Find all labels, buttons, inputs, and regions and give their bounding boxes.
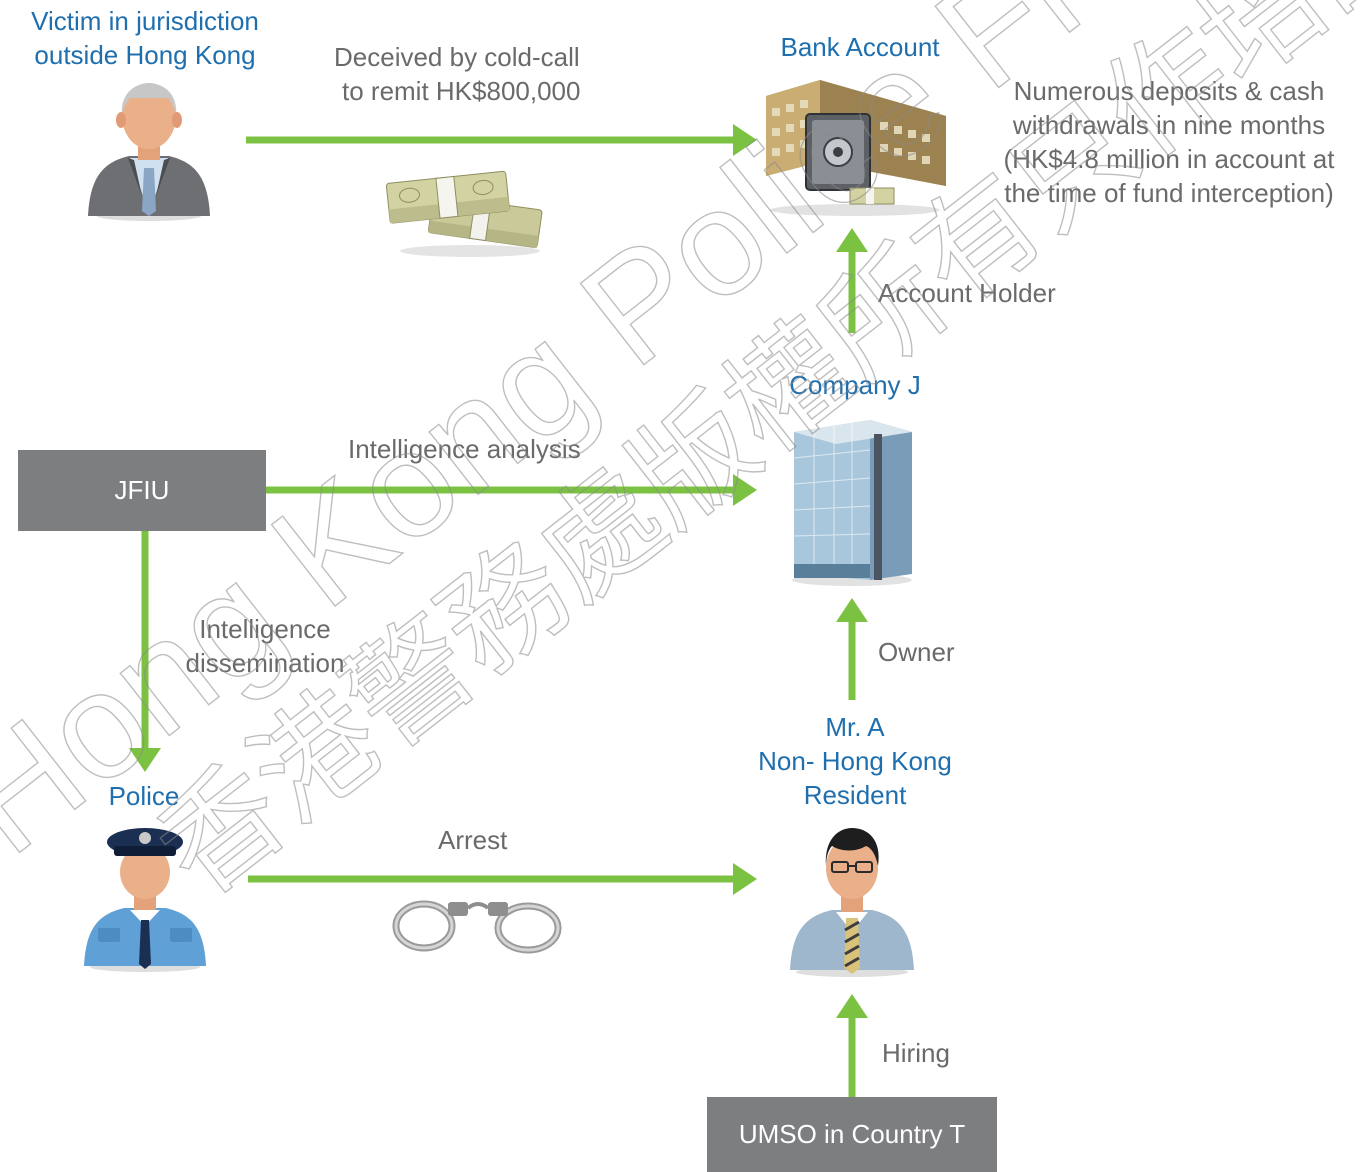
intelligence-dissemination-label: Intelligence dissemination	[170, 612, 360, 680]
victim-to-bank-label: Deceived by cold-call to remit HK$800,00…	[334, 40, 580, 108]
account-holder-label: Account Holder	[878, 278, 1056, 308]
mr-a-title-line1: Mr. A	[825, 712, 885, 742]
bank-activity-line4: the time of fund interception)	[1004, 178, 1334, 208]
bank-activity-line1: Numerous deposits & cash	[1013, 76, 1325, 106]
company-j-title: Company J	[789, 370, 921, 400]
bank-safe-icon	[766, 80, 946, 216]
man-with-glasses-icon	[790, 828, 914, 977]
businessman-icon	[88, 83, 210, 221]
police-officer-icon	[84, 828, 206, 972]
cash-stack-icon	[385, 170, 543, 257]
intelligence-dissemination-line1: Intelligence	[199, 614, 331, 644]
victim-title: Victim in jurisdiction outside Hong Kong	[0, 4, 290, 72]
bank-activity-line2: withdrawals in nine months	[1012, 110, 1326, 140]
mr-a-title-line3: Resident	[803, 780, 907, 810]
arrest-label: Arrest	[438, 825, 508, 855]
intelligence-dissemination-line2: dissemination	[185, 648, 345, 678]
owner-label: Owner	[878, 637, 955, 667]
office-building-icon	[792, 420, 912, 586]
victim-title-line1: Victim in jurisdiction	[31, 6, 259, 36]
mr-a-title: Mr. A Non- Hong Kong Resident	[730, 710, 980, 812]
hiring-label: Hiring	[882, 1038, 950, 1068]
handcuffs-icon	[392, 900, 562, 954]
victim-to-bank-label-line1: Deceived by cold-call	[334, 42, 580, 72]
victim-title-line2: outside Hong Kong	[34, 40, 256, 70]
victim-to-bank-label-line2: to remit HK$800,000	[342, 76, 581, 106]
intelligence-analysis-label: Intelligence analysis	[348, 434, 581, 464]
bank-activity-note: Numerous deposits & cash withdrawals in …	[976, 74, 1362, 210]
jfiu-box: JFIU	[18, 450, 266, 531]
umso-box: UMSO in Country T	[707, 1097, 997, 1172]
bank-account-title: Bank Account	[780, 32, 940, 62]
bank-activity-line3: (HK$4.8 million in account at	[1003, 144, 1335, 174]
police-title: Police	[108, 781, 180, 811]
mr-a-title-line2: Non- Hong Kong	[758, 746, 952, 776]
